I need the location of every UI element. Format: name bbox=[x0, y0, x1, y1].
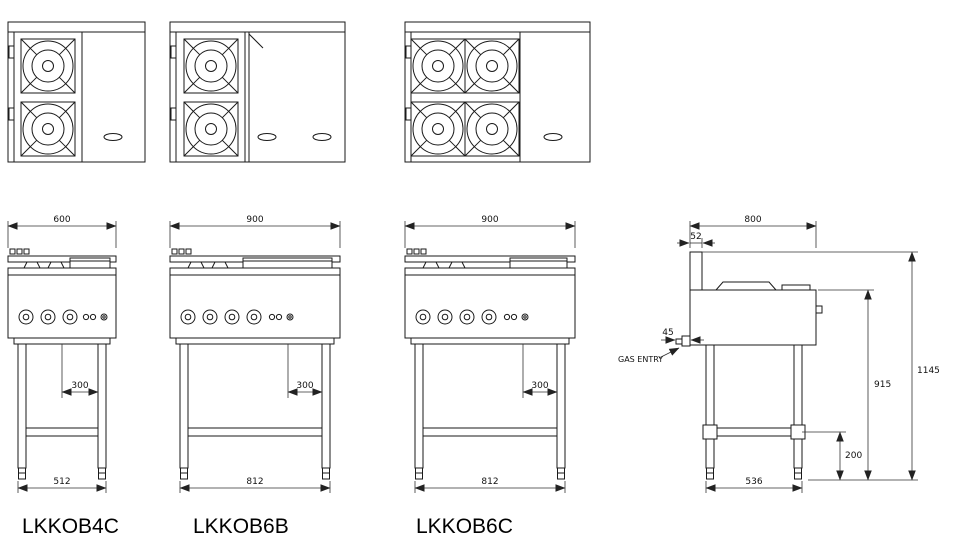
dim-offset-4c: 300 bbox=[61, 344, 99, 398]
dim-offset-6c-text: 300 bbox=[531, 381, 548, 391]
dim-offset-6b: 300 bbox=[287, 344, 323, 398]
plate-handle bbox=[257, 133, 277, 141]
ignition-button bbox=[521, 313, 529, 321]
control-knob bbox=[415, 309, 431, 325]
control-knob bbox=[40, 309, 56, 325]
ignition-button bbox=[286, 313, 294, 321]
dim-base-6b: 812 bbox=[179, 477, 331, 493]
burner-symbol bbox=[410, 38, 466, 94]
dim-offset-4c-text: 300 bbox=[71, 381, 88, 391]
front-view-lkkob6c: 900 300 bbox=[404, 215, 576, 493]
dim-depth: 800 bbox=[689, 215, 817, 248]
ignition-button bbox=[100, 313, 108, 321]
pilot-light bbox=[82, 313, 90, 321]
dim-undershelf-height-text: 200 bbox=[845, 451, 862, 461]
dim-undershelf-height: 200 bbox=[802, 431, 862, 481]
top-view-lkkob6b bbox=[169, 21, 346, 163]
model-labels: LKKOB4C LKKOB6B LKKOB6C bbox=[22, 515, 513, 538]
dim-gas-entry-text: 45 bbox=[662, 328, 673, 338]
burner-symbol bbox=[464, 38, 520, 94]
adjustable-foot bbox=[415, 467, 423, 480]
dim-gas-entry: 45 bbox=[661, 328, 704, 344]
control-knob bbox=[62, 309, 78, 325]
plate-handle bbox=[103, 133, 123, 141]
model-label-lkkob6c: LKKOB6C bbox=[416, 515, 513, 538]
dim-base-4c-text: 512 bbox=[53, 477, 70, 487]
burner-symbol bbox=[183, 38, 239, 94]
dim-top-width-6c: 900 bbox=[404, 215, 576, 248]
dim-overall-height-text: 1145 bbox=[917, 366, 940, 376]
model-label-lkkob6b: LKKOB6B bbox=[193, 515, 289, 538]
top-view-lkkob6c bbox=[404, 21, 591, 163]
control-knob bbox=[18, 309, 34, 325]
dim-base-depth-text: 536 bbox=[745, 477, 762, 487]
ignition-button-dot bbox=[523, 315, 527, 319]
dim-overall-height: 1145 bbox=[702, 251, 940, 481]
control-knob bbox=[202, 309, 218, 325]
dim-base-6b-text: 812 bbox=[246, 477, 263, 487]
adjustable-foot bbox=[557, 467, 565, 480]
control-knob bbox=[224, 309, 240, 325]
plate-handle bbox=[543, 133, 563, 141]
pilot-light bbox=[268, 313, 276, 321]
model-label-lkkob4c: LKKOB4C bbox=[22, 515, 119, 538]
dim-depth-text: 800 bbox=[744, 215, 761, 225]
front-view-lkkob4c: 600 300 512 bbox=[7, 215, 117, 493]
burner-symbol bbox=[20, 101, 76, 157]
gas-entry-fitting bbox=[681, 335, 691, 347]
adjustable-foot bbox=[706, 467, 714, 480]
pilot-light bbox=[510, 313, 518, 321]
dim-base-4c: 512 bbox=[17, 477, 107, 493]
pilot-light bbox=[89, 313, 97, 321]
burner-symbol bbox=[464, 101, 520, 157]
gas-entry-label: GAS ENTRY bbox=[618, 355, 663, 364]
pilot-light bbox=[503, 313, 511, 321]
control-knob bbox=[180, 309, 196, 325]
dim-top-width-6b: 900 bbox=[169, 215, 341, 248]
dim-top-width-6c-text: 900 bbox=[481, 215, 498, 225]
dim-offset-6b-text: 300 bbox=[296, 381, 313, 391]
dim-offset-6c: 300 bbox=[522, 344, 558, 398]
burner-symbol bbox=[183, 101, 239, 157]
dim-worktop-height-text: 915 bbox=[874, 380, 891, 390]
burner-symbol bbox=[410, 101, 466, 157]
control-knob bbox=[246, 309, 262, 325]
gas-entry-callout: GAS ENTRY bbox=[618, 347, 680, 364]
dim-rear-upstand: 52 bbox=[677, 232, 715, 248]
dim-worktop-height: 915 bbox=[818, 289, 891, 481]
dim-base-6c-text: 812 bbox=[481, 477, 498, 487]
dim-base-depth: 536 bbox=[705, 477, 803, 493]
side-view: 800 52 45 GAS ENTRY bbox=[618, 215, 940, 493]
ignition-button-dot bbox=[102, 315, 106, 319]
dim-top-width-4c-text: 600 bbox=[53, 215, 70, 225]
adjustable-foot bbox=[794, 467, 802, 480]
control-knob bbox=[459, 309, 475, 325]
dim-top-width-4c: 600 bbox=[7, 215, 117, 248]
ignition-button-dot bbox=[288, 315, 292, 319]
control-knob bbox=[437, 309, 453, 325]
dim-top-width-6b-text: 900 bbox=[246, 215, 263, 225]
adjustable-foot bbox=[322, 467, 330, 480]
dim-base-6c: 812 bbox=[414, 477, 566, 493]
gas-entry-stub bbox=[675, 338, 683, 345]
plate-handle bbox=[312, 133, 332, 141]
adjustable-foot bbox=[180, 467, 188, 480]
dim-rear-upstand-text: 52 bbox=[690, 232, 701, 242]
adjustable-foot bbox=[98, 467, 106, 480]
control-knob bbox=[481, 309, 497, 325]
burner-symbol bbox=[20, 38, 76, 94]
side-knob bbox=[815, 305, 823, 314]
pilot-light bbox=[275, 313, 283, 321]
front-view-lkkob6b: 900 300 bbox=[169, 215, 341, 493]
adjustable-foot bbox=[18, 467, 26, 480]
top-view-lkkob4c bbox=[7, 21, 146, 163]
